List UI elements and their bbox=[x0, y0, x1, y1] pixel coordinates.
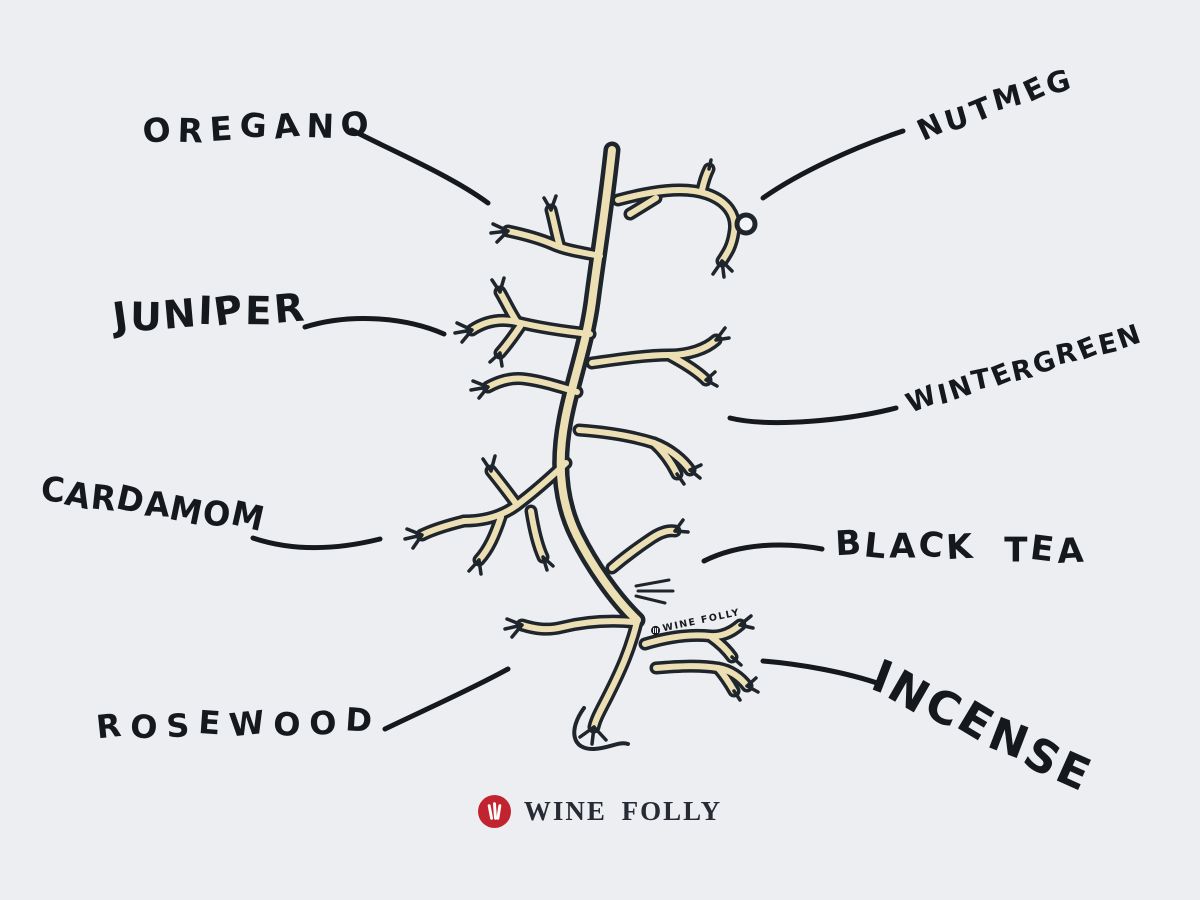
fork-spikes bbox=[634, 578, 675, 605]
callout-line-nutmeg bbox=[760, 128, 906, 201]
label-juniper: JUNIPER bbox=[109, 285, 308, 341]
wine-folly-mini-logo-icon bbox=[650, 625, 661, 636]
brand-wordmark: WINE FOLLY bbox=[523, 796, 723, 826]
tendril-curl bbox=[572, 706, 630, 752]
callout-line-incense bbox=[760, 658, 883, 687]
callout-line-black-tea bbox=[701, 542, 825, 564]
callout-line-oregano bbox=[349, 127, 491, 206]
brand-footer: WINE FOLLY bbox=[0, 795, 1200, 828]
label-rosewood: ROSEWOOD bbox=[94, 700, 383, 748]
callout-line-juniper bbox=[302, 316, 447, 337]
callout-lines bbox=[250, 127, 906, 732]
label-oregano: OREGANO bbox=[140, 103, 378, 152]
stem-outline bbox=[422, 150, 747, 727]
callout-line-cardamom bbox=[250, 535, 383, 550]
callout-line-wintergreen bbox=[727, 405, 899, 425]
branch-claw-tips bbox=[403, 158, 760, 746]
callout-line-rosewood bbox=[382, 666, 511, 732]
branch-ring-detail bbox=[734, 212, 758, 236]
wine-folly-logo-icon bbox=[477, 795, 511, 828]
